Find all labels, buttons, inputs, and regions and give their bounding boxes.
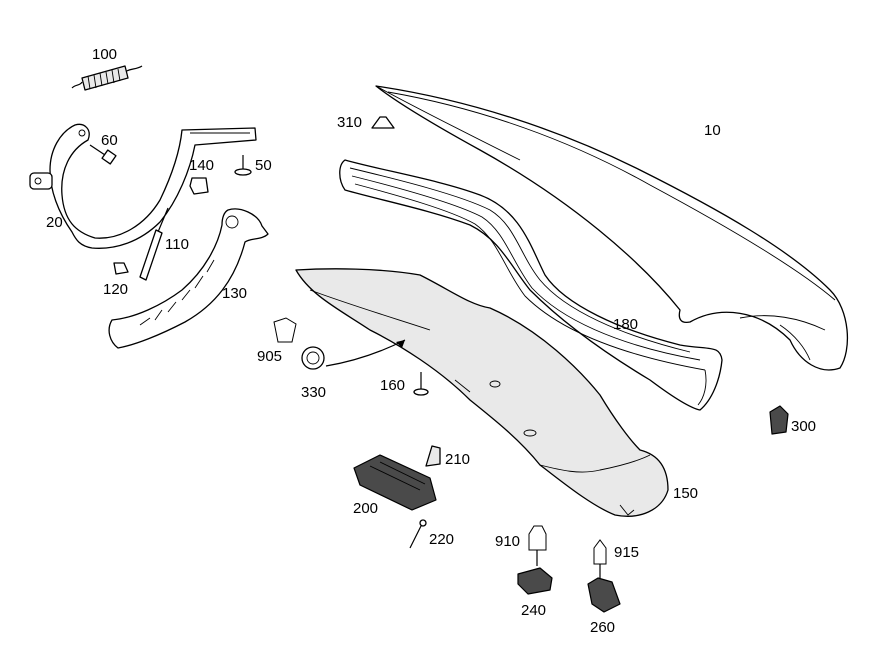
part-160-screw[interactable] — [413, 372, 429, 396]
callout-915: 915 — [614, 544, 639, 561]
callout-180: 180 — [613, 316, 638, 333]
part-300-bumper[interactable] — [769, 405, 789, 435]
part-240-connector[interactable] — [517, 567, 553, 595]
callout-140: 140 — [189, 157, 214, 174]
callout-100: 100 — [92, 46, 117, 63]
part-915-tag — [593, 539, 607, 578]
callout-50: 50 — [255, 157, 272, 174]
part-910-tag — [528, 525, 547, 566]
callout-130: 130 — [222, 285, 247, 302]
callout-110: 110 — [165, 236, 189, 253]
part-10-trunk-lid[interactable] — [375, 85, 849, 371]
callout-330: 330 — [301, 384, 326, 401]
callout-210: 210 — [445, 451, 470, 468]
part-210-clip[interactable] — [425, 445, 441, 467]
part-60-bolt[interactable] — [89, 144, 117, 165]
part-260-connector[interactable] — [587, 577, 621, 613]
callout-120: 120 — [103, 281, 128, 298]
callout-240: 240 — [521, 602, 546, 619]
callout-310: 310 — [337, 114, 362, 131]
callout-910: 910 — [495, 533, 520, 550]
callout-150: 150 — [673, 485, 698, 502]
callout-10: 10 — [704, 122, 721, 139]
callout-60: 60 — [101, 132, 118, 149]
callout-905: 905 — [257, 348, 282, 365]
callout-160: 160 — [380, 377, 405, 394]
part-100-spring[interactable] — [71, 65, 143, 91]
part-330-plug[interactable] — [301, 339, 406, 370]
part-200-lamp[interactable] — [353, 454, 437, 511]
part-180-seal[interactable] — [339, 159, 723, 411]
part-120-fastener[interactable] — [113, 262, 129, 275]
part-150-trim-panel[interactable] — [295, 268, 669, 517]
part-110-gas-strut[interactable] — [139, 207, 169, 281]
part-20-hinge-arm[interactable] — [29, 123, 257, 249]
callout-20: 20 — [46, 214, 63, 231]
callout-260: 260 — [590, 619, 615, 636]
part-310-grommet[interactable] — [371, 116, 395, 129]
part-130-hinge-cover[interactable] — [108, 208, 269, 349]
part-140-nut[interactable] — [189, 177, 209, 195]
callout-300: 300 — [791, 418, 816, 435]
callout-220: 220 — [429, 531, 454, 548]
part-220-screw[interactable] — [409, 519, 427, 549]
part-50-bolt[interactable] — [234, 155, 252, 176]
part-905-tag — [273, 317, 297, 343]
callout-200: 200 — [353, 500, 378, 517]
